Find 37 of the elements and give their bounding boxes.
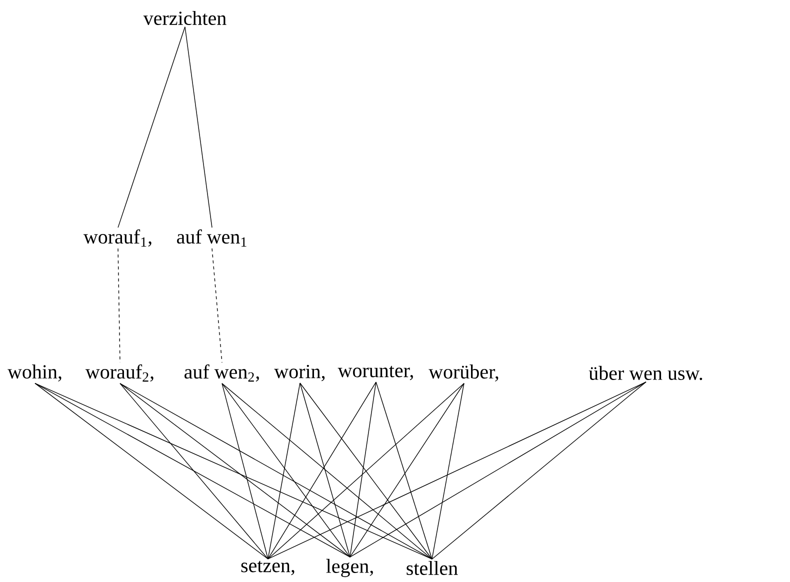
word: worin, — [274, 364, 325, 382]
word: worüber, — [428, 364, 498, 382]
word: worauf$_{1}$, — [83, 229, 152, 247]
line — [350, 382, 646, 558]
line — [268, 382, 300, 560]
dashed-line — [212, 248, 222, 363]
line — [120, 383, 350, 558]
word: wohin, — [8, 364, 62, 382]
line — [184, 26, 212, 228]
line — [120, 383, 432, 560]
word: stellen — [406, 560, 458, 576]
line — [222, 383, 432, 560]
word: worauf$_{2}$, — [85, 364, 154, 382]
line — [118, 26, 186, 228]
line — [268, 382, 464, 560]
line — [120, 383, 268, 560]
line — [222, 383, 268, 560]
line — [268, 382, 376, 560]
line — [34, 382, 350, 558]
word: verzichten — [143, 10, 226, 26]
line — [350, 382, 464, 558]
word: setzen, — [241, 560, 294, 576]
line — [268, 382, 646, 560]
line — [300, 382, 350, 558]
word: legen, — [326, 558, 373, 578]
word: auf wen$_{2}$, — [184, 364, 259, 382]
line — [376, 382, 432, 560]
line — [34, 382, 432, 560]
word: über wen usw. — [588, 366, 702, 380]
line — [432, 382, 646, 560]
line — [34, 382, 268, 560]
line — [222, 383, 350, 558]
word: auf wen$_{1}$ — [177, 229, 246, 247]
line — [432, 382, 464, 560]
word: worunter, — [338, 366, 413, 380]
line — [350, 382, 376, 558]
line — [300, 382, 432, 560]
